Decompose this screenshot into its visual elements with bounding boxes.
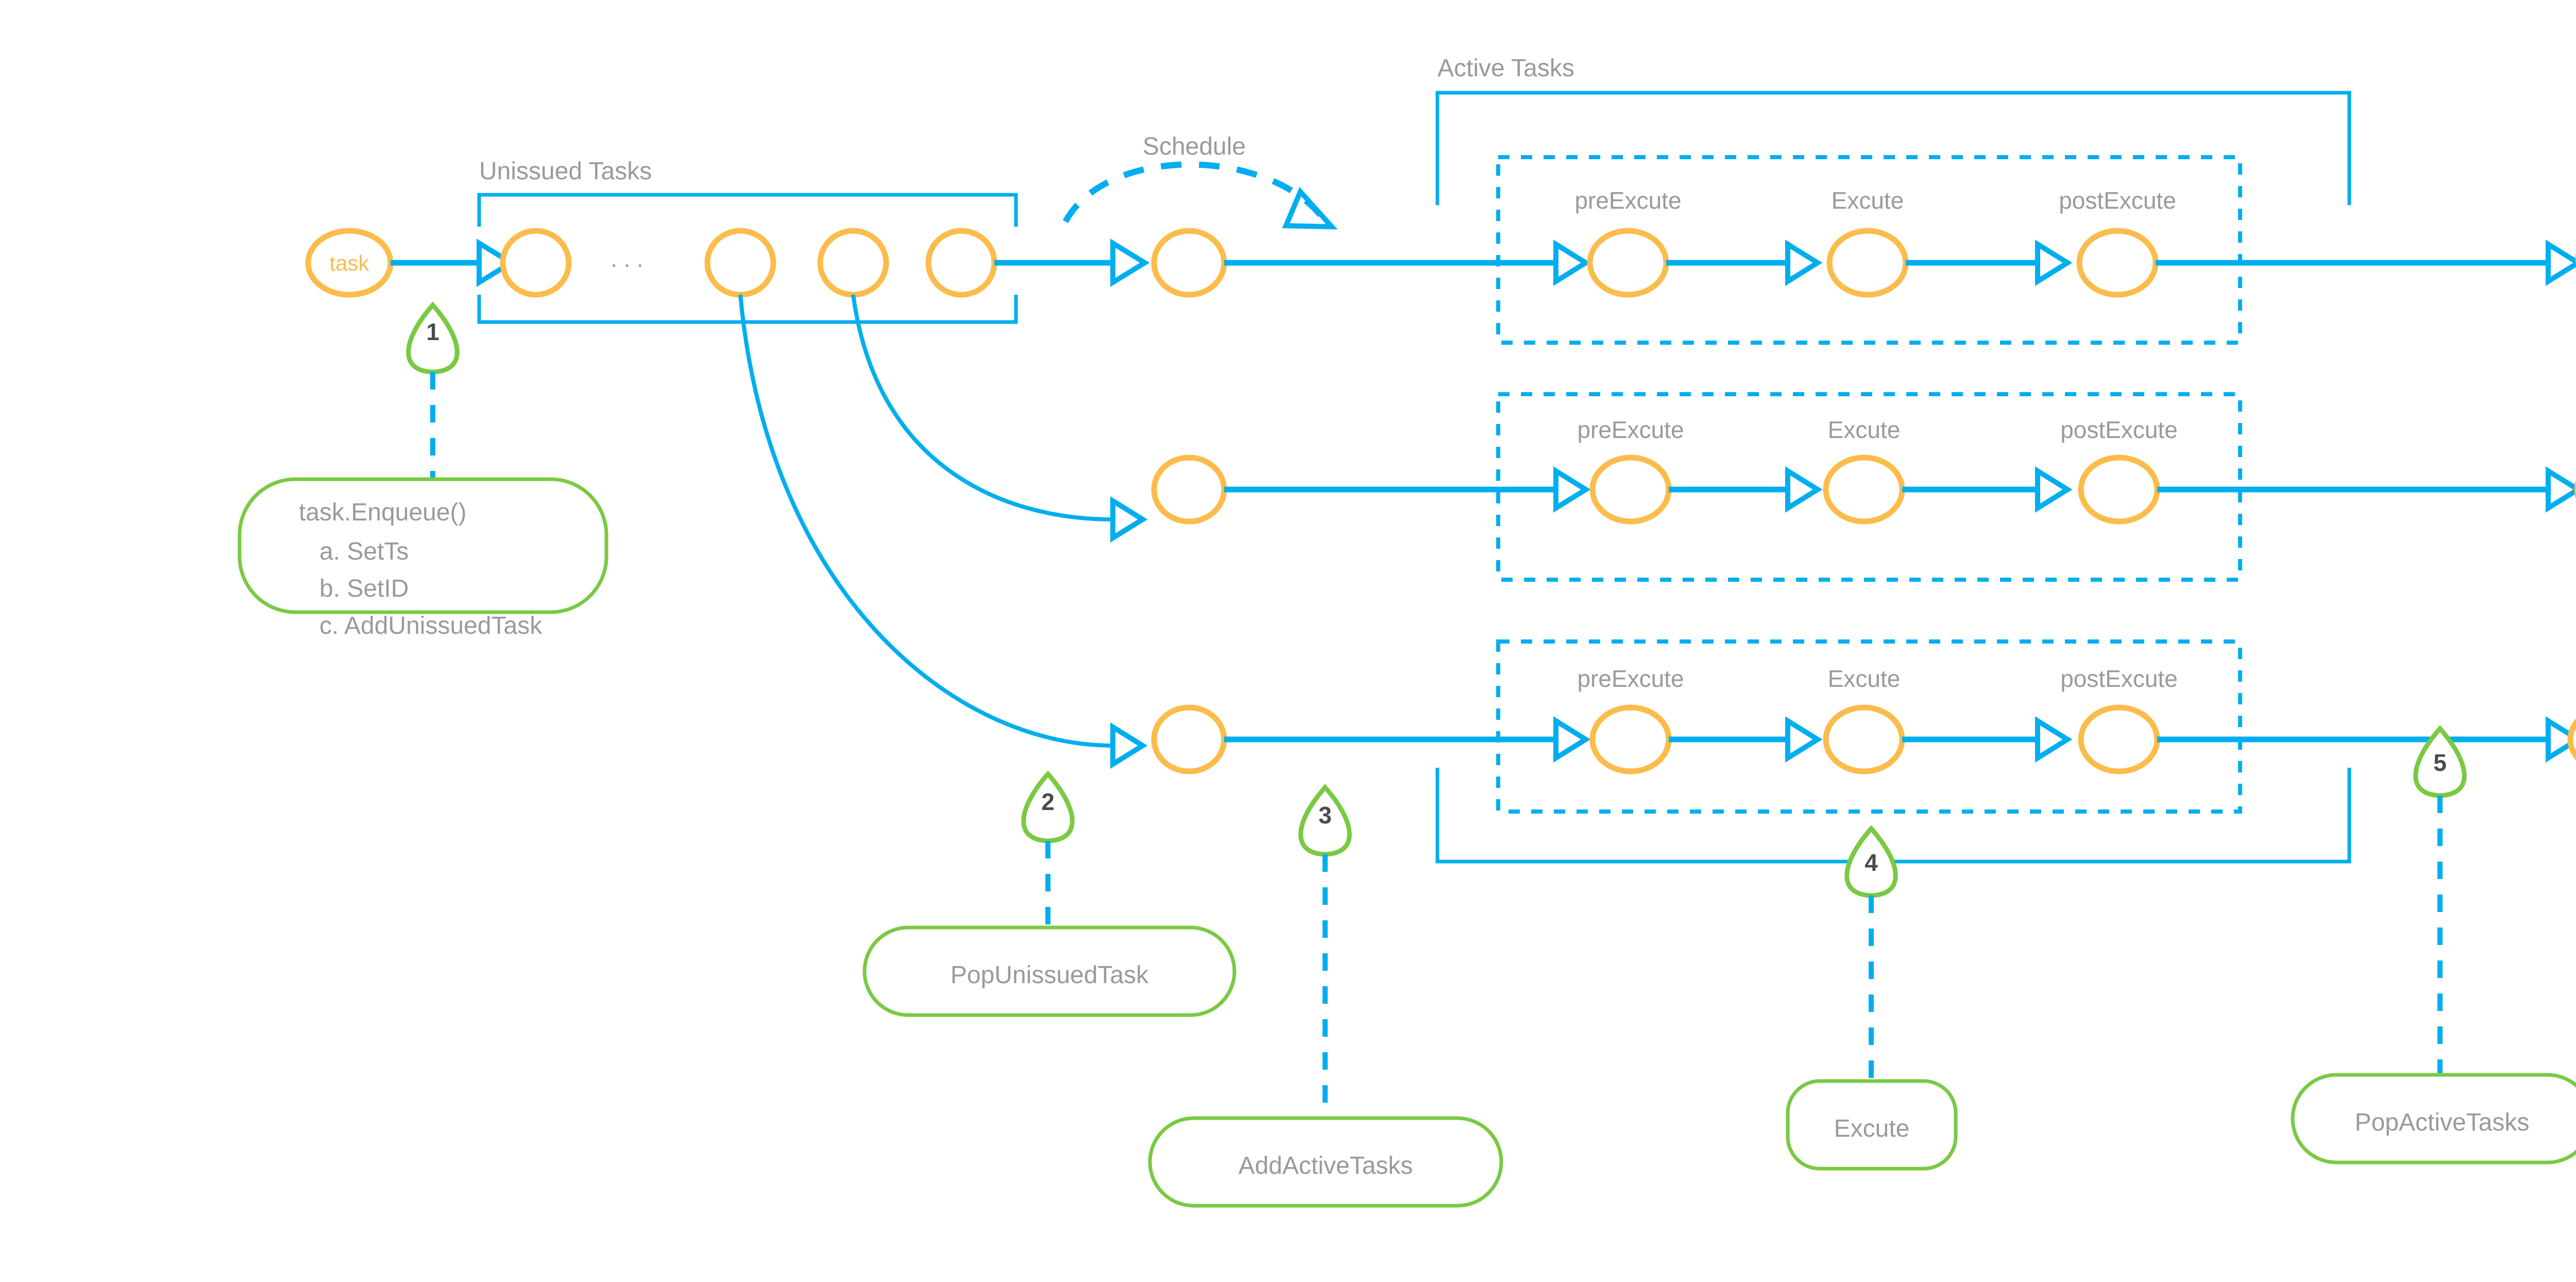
unissued-task-node-4[interactable] xyxy=(925,228,997,298)
row2-preexcute-node[interactable] xyxy=(1589,454,1672,525)
row2-excute-node[interactable] xyxy=(1823,454,1905,525)
row1-preexcute-node[interactable] xyxy=(1587,228,1669,298)
source-task-label: task xyxy=(329,251,369,275)
row1-postexcute-node[interactable] xyxy=(2076,228,2159,298)
marker-4[interactable]: 4 xyxy=(1844,825,1898,1081)
row3-exit-node[interactable] xyxy=(2567,707,2576,771)
callout-pop-unissued-task[interactable]: PopUnissuedTask xyxy=(862,925,1236,1017)
queue-ellipsis: ··· xyxy=(610,250,649,277)
row3-preexcute-label: preExcute xyxy=(1577,665,1684,692)
row2-postexcute-node[interactable] xyxy=(2078,454,2160,525)
active-tasks-label: Active Tasks xyxy=(1437,55,1574,82)
pipeline-row-3: preExcute Excute postExcute xyxy=(1224,639,2576,814)
marker-2-number: 2 xyxy=(1041,788,1055,815)
unissued-tasks-label: Unissued Tasks xyxy=(479,158,652,185)
row3-excute-node[interactable] xyxy=(1823,704,1905,774)
callout-1-line-c: c. AddUnissuedTask xyxy=(319,612,543,639)
unissued-task-node-1[interactable] xyxy=(500,228,572,298)
callout-1-line-b: b. SetID xyxy=(319,575,409,602)
row3-excute-label: Excute xyxy=(1828,665,1901,692)
pipeline-row-1: preExcute Excute postExcute xyxy=(1224,155,2576,345)
marker-4-number: 4 xyxy=(1865,849,1878,876)
row3-postexcute-label: postExcute xyxy=(2060,665,2178,692)
callout-3-title: AddActiveTasks xyxy=(1239,1152,1413,1179)
row3-entry-node[interactable] xyxy=(1151,704,1227,774)
marker-1-number: 1 xyxy=(426,318,439,345)
row1-postexcute-label: postExcute xyxy=(2059,187,2176,214)
arrow-queue-to-schedule xyxy=(994,239,1150,287)
marker-3[interactable]: 3 xyxy=(1298,784,1352,1118)
callout-task-enqueue[interactable]: task.Enqueue() a. SetTs b. SetID c. AddU… xyxy=(238,477,608,639)
row1-preexcute-label: preExcute xyxy=(1574,187,1681,214)
callout-1-line-a: a. SetTs xyxy=(319,538,409,565)
schedule-label: Schedule xyxy=(1143,133,1246,160)
marker-5-number: 5 xyxy=(2433,749,2447,776)
row3-postexcute-node[interactable] xyxy=(2078,704,2160,774)
schedule-arc xyxy=(1062,161,1338,230)
row2-excute-label: Excute xyxy=(1828,416,1901,443)
callout-4-title: Excute xyxy=(1834,1115,1910,1142)
curve-queue-to-row2 xyxy=(851,294,1148,543)
row1-excute-node[interactable] xyxy=(1826,228,1909,298)
callout-5-title: PopActiveTasks xyxy=(2355,1109,2530,1136)
pipeline-row-2: preExcute Excute postExcute xyxy=(1224,392,2576,582)
row1-entry-node[interactable] xyxy=(1151,228,1227,298)
marker-5[interactable]: 5 xyxy=(2413,725,2467,1075)
marker-1[interactable]: 1 xyxy=(406,301,460,479)
callout-pop-active-tasks[interactable]: PopActiveTasks xyxy=(2291,1073,2576,1165)
row2-postexcute-label: postExcute xyxy=(2060,416,2178,443)
callout-add-active-tasks[interactable]: AddActiveTasks xyxy=(1148,1116,1503,1208)
row3-preexcute-node[interactable] xyxy=(1589,704,1672,774)
marker-3-number: 3 xyxy=(1318,802,1332,829)
source-task-node[interactable]: task xyxy=(305,228,394,298)
callout-1-title: task.Enqueue() xyxy=(299,499,467,526)
arrow-task-to-queue xyxy=(391,239,516,287)
unissued-tasks-bracket xyxy=(477,193,1018,324)
callout-excute[interactable]: Excute xyxy=(1786,1079,1958,1171)
row2-entry-node[interactable] xyxy=(1151,454,1227,525)
row2-preexcute-label: preExcute xyxy=(1577,416,1684,443)
row1-excute-label: Excute xyxy=(1832,187,1904,214)
unissued-task-node-2[interactable] xyxy=(704,228,776,298)
curve-queue-to-row3 xyxy=(738,294,1148,769)
unissued-task-node-3[interactable] xyxy=(817,228,889,298)
marker-2[interactable]: 2 xyxy=(1021,770,1075,927)
callout-2-title: PopUnissuedTask xyxy=(951,962,1149,989)
